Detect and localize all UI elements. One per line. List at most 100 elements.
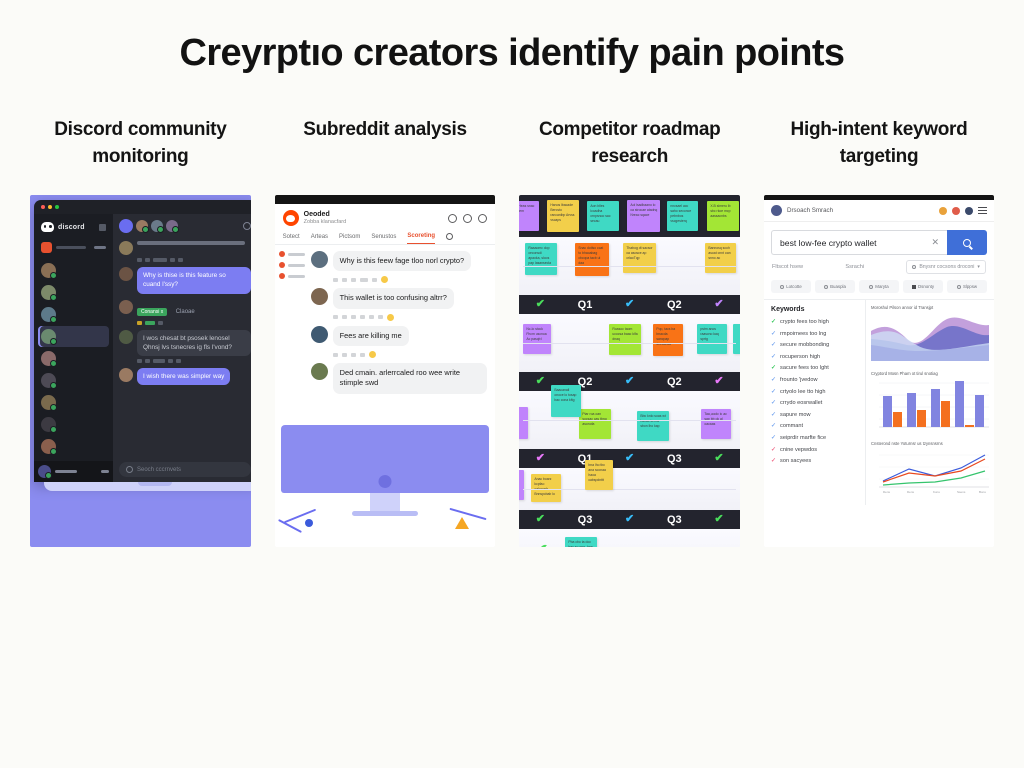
comment-actions[interactable] (311, 349, 488, 363)
check-icon: ✓ (771, 423, 777, 430)
nav-tab-0[interactable]: Sotect (282, 233, 300, 240)
filter-pill-4[interactable]: Slppsw (947, 280, 988, 293)
notifications-icon[interactable] (939, 206, 948, 215)
sticky-note[interactable]: Ptar roa oan socsac cas tbnq asonofa (579, 409, 612, 439)
sticky-note[interactable] (519, 470, 525, 500)
sticky-note[interactable]: Baacanall onoce lo tosap bac cona kftg (551, 385, 582, 417)
nav-tab-3[interactable]: Senustos (371, 233, 397, 240)
seo-app-header: Drsoach Smrach (764, 200, 995, 222)
chart-title: Cnsterond nste Yoturnsr us tzynsnsrns (871, 441, 943, 446)
sidebar-user[interactable] (38, 392, 109, 413)
menu-icon[interactable] (978, 207, 988, 214)
sticky-note[interactable] (733, 324, 741, 354)
comment-actions[interactable] (311, 312, 488, 326)
close-icon[interactable] (41, 205, 45, 209)
filter-pill-2[interactable]: Maryta (859, 280, 900, 293)
sticky-note[interactable]: Aol lsadbaano lo ca strocae atadnq Nreac… (627, 200, 661, 232)
keyword-item[interactable]: ✓frounto 'jvedow (771, 377, 858, 383)
grid-icon[interactable] (99, 223, 106, 231)
quarter-label: Q2 (666, 298, 682, 311)
filter-pill-0[interactable]: Lotcotte (771, 280, 812, 293)
filter-pill-1[interactable]: Buaspla (815, 280, 856, 293)
window-titlebar (34, 200, 251, 214)
sticky-note[interactable]: Heas snac tem (519, 201, 540, 231)
sidebar-user[interactable] (38, 414, 109, 435)
sticky-note[interactable]: Raaaomc dop ceconsdi apaoka, sloos pap l… (525, 243, 558, 275)
nav-tab-4-active[interactable]: Scoreting (407, 233, 436, 244)
keyword-item[interactable]: ✓crypto fees too high (771, 319, 858, 325)
sticky-note[interactable]: Pba cbo ta doc bac so ona -hna ksqnolo (565, 537, 598, 547)
sticky-note[interactable]: Bannosq scoh asoat cnnt oan snno ac (705, 243, 737, 273)
keyword-item[interactable]: ✓commant (771, 423, 858, 429)
sticky-note[interactable]: Bbc knlo soas wt hanac ta ma sbon lho ka… (637, 411, 670, 441)
keyword-label: cnine vepwdos (780, 446, 818, 453)
nav-tab-1[interactable]: Arteas (310, 233, 329, 240)
subreddit-nav[interactable]: Sotect Arteas Pictsom Senustos Scoreting (274, 230, 496, 245)
sticky-note[interactable]: Snac dotlso ccat to bhaoabag cbcopa tacb… (575, 243, 610, 276)
kanban-band: ✔ Q3 ✔ Q3 ✔ (519, 510, 741, 529)
seo-search-row[interactable]: best low-fee crypto wallet ✕ (764, 222, 994, 260)
add-icon[interactable] (126, 466, 133, 473)
sidebar-user[interactable] (38, 282, 109, 303)
maximize-icon[interactable] (55, 205, 59, 209)
search-icon[interactable] (446, 233, 454, 240)
account-icon[interactable] (478, 213, 488, 223)
message-placeholder: Seoch cccrnvets (137, 466, 182, 473)
keyword-item[interactable]: ✓seiprdir marfte fice (771, 435, 858, 441)
sticky-note[interactable]: bna lho tbc ana sconaa haoa cabspdnttt (585, 460, 614, 490)
sort-select[interactable]: Bnysnr cocsons droconi ▾ (906, 260, 987, 274)
sidebar-user[interactable] (38, 436, 109, 457)
keyword-panel[interactable]: Drsoach Smrach best low-fee crypto walle… (764, 195, 995, 547)
sticky-note[interactable]: Taa,uoolc ic ac sap bb ok al oacaas (701, 409, 732, 439)
sticky-note[interactable]: Pop, tacs ba bnacda sancpap dceacnaa (653, 324, 684, 356)
chat-header (113, 214, 251, 238)
keyword-item[interactable]: ✓sacure fees too lght (771, 365, 858, 371)
filter-pill-3[interactable]: Dsnonty (903, 280, 944, 293)
sticky-note[interactable]: Aon blles lcoadha crnpsnoo sac secau (587, 201, 620, 231)
subreddit-panel[interactable]: Oeoded Zobba klanacfard Sotect Arteas Pi… (274, 195, 496, 547)
sticky-note[interactable]: nncsael acc saho seconce pebnbos vscgest… (667, 201, 699, 231)
minimize-icon[interactable] (48, 205, 52, 209)
check-icon: ✓ (771, 330, 777, 337)
search-icon[interactable] (448, 213, 458, 223)
sticky-note[interactable] (519, 407, 529, 439)
search-button[interactable] (947, 230, 988, 255)
notifications-icon[interactable] (463, 213, 473, 223)
sidebar-user[interactable] (38, 370, 109, 391)
sticky-note[interactable]: pstm anos raascno kaq sprtg (697, 324, 728, 354)
keyword-item[interactable]: ✓secure mobbonding (771, 342, 858, 348)
sticky-note[interactable]: Thabog dt sacsor ca asosce ap crlaoTqp (623, 243, 657, 273)
keyword-item[interactable]: ✓crtyolo lee tto high (771, 389, 858, 395)
sticky-note[interactable]: Anac boarz kcpfao oaloconb Bnnspcbab lo (531, 474, 562, 502)
keyword-item[interactable]: ✓crrydo eosrwallet (771, 400, 858, 406)
sticky-note[interactable]: Hanos lbacade Bercsto rancanibp Arvss vs… (547, 200, 580, 232)
bell-icon[interactable] (242, 222, 251, 230)
account-icon[interactable] (965, 206, 974, 215)
discord-user-footer[interactable] (34, 461, 113, 482)
roadmap-panel[interactable]: Heas snac tem Hanos lbacade Bercsto ranc… (519, 195, 741, 547)
comment-actions[interactable] (311, 274, 488, 288)
alerts-icon[interactable] (952, 206, 961, 215)
sticky-note[interactable]: Roasoc taom ucocsa baac klfa dnaq (609, 324, 642, 355)
clear-icon[interactable]: ✕ (931, 237, 940, 247)
discord-message-input[interactable]: Seoch cccrnvets (119, 462, 251, 477)
sticky-note[interactable]: Nc-lo stcck Fhcm uscnoa Ac pasqb l (523, 324, 552, 354)
keyword-item[interactable]: ✓son sacyees (771, 458, 858, 464)
sticky-note[interactable]: X.B slmeru lb sbc rkoe mcp aassacnbs (707, 201, 740, 231)
nav-tab-2[interactable]: Pictsom (339, 233, 361, 240)
discord-panel[interactable]: discord (30, 195, 251, 547)
keyword-item[interactable]: ✓sapure mow (771, 412, 858, 418)
sidebar-user[interactable] (38, 348, 109, 369)
keyword-item[interactable]: ✓rmpoirnees too lng (771, 331, 858, 337)
discord-sidebar[interactable]: discord (34, 214, 113, 482)
seo-pill-row[interactable]: Lotcotte Buaspla Maryta Dsnonty Slppsw (764, 280, 994, 299)
discord-server-row[interactable] (38, 239, 109, 256)
discord-mark-icon (41, 222, 54, 232)
keyword-item[interactable]: ✓cnine vepwdos (771, 447, 858, 453)
sidebar-user-active[interactable] (38, 326, 109, 347)
sidebar-user[interactable] (38, 260, 109, 281)
search-input[interactable]: best low-fee crypto wallet ✕ (771, 230, 948, 255)
keyword-item[interactable]: ✓rocuperson high (771, 354, 858, 360)
sidebar-user[interactable] (38, 304, 109, 325)
subreddit-side-list[interactable] (275, 245, 309, 397)
